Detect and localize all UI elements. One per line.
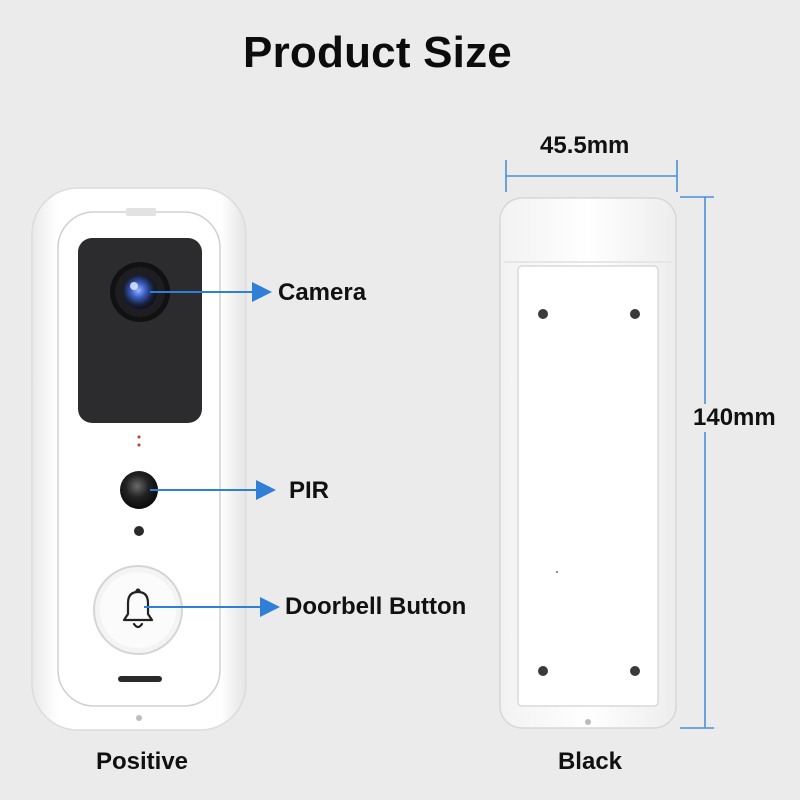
front-device	[31, 187, 247, 731]
camera-panel	[78, 238, 202, 423]
page-title: Product Size	[243, 28, 512, 77]
height-dimension	[680, 196, 714, 729]
width-dimension	[505, 160, 678, 192]
height-label: 140mm	[691, 404, 778, 432]
width-label: 45.5mm	[540, 132, 630, 159]
back-view-label: Black	[557, 748, 623, 775]
pir-label: PIR	[289, 477, 330, 504]
back-device	[499, 197, 677, 729]
pir-sensor	[120, 471, 158, 509]
camera-label: Camera	[278, 279, 367, 306]
front-view-label: Positive	[95, 748, 189, 775]
bell-icon	[122, 588, 154, 629]
doorbell-button-label: Doorbell Button	[285, 593, 467, 620]
